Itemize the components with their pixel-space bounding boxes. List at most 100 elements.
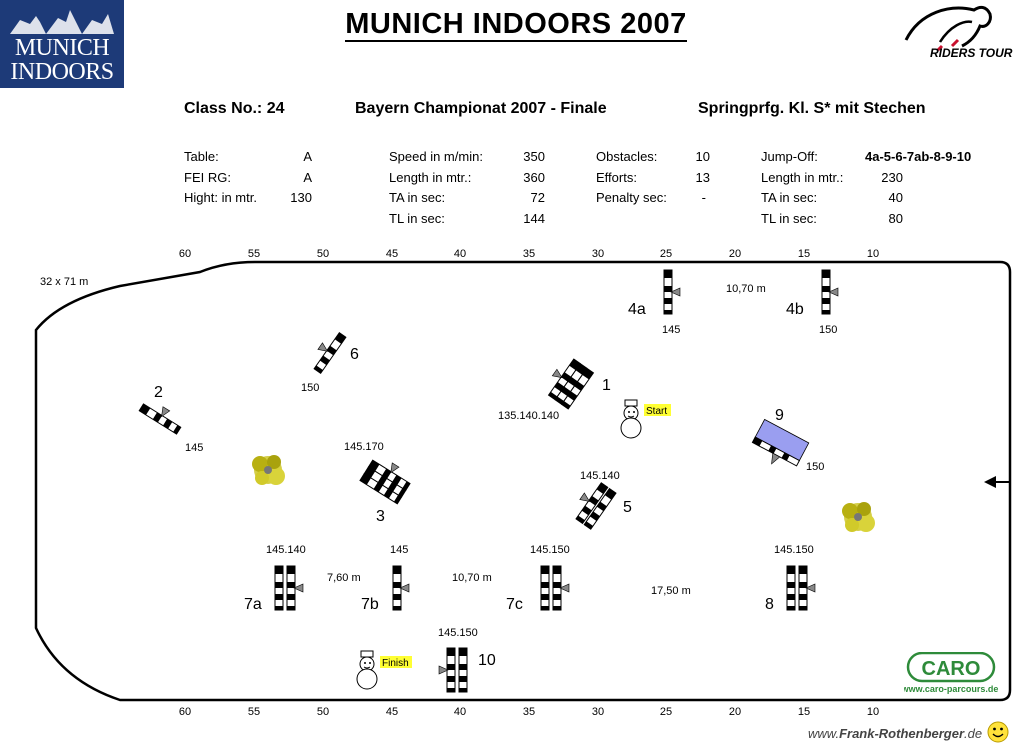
page-title: MUNICH INDOORS 2007: [300, 8, 732, 42]
class-number: Class No.: 24: [184, 100, 285, 117]
scale-tick: 50: [317, 248, 329, 260]
obstacle-number: 3: [376, 508, 385, 525]
info-col1: Table: A FEI RG: A Hight: in mtr. 130: [184, 147, 312, 209]
scale-tick: 15: [798, 248, 810, 260]
scale-tick: 45: [386, 248, 398, 260]
caro-text: CARO: [922, 658, 981, 680]
obstacle-height: 145: [185, 442, 203, 454]
obstacle-height: 145: [390, 544, 408, 556]
scale-tick: 45: [386, 706, 398, 718]
scale-tick: 60: [179, 706, 191, 718]
caro-logo: CARO www.caro-parcours.de: [901, 651, 1000, 696]
start-label: Start: [646, 406, 667, 417]
info-label: FEI RG:: [184, 169, 231, 185]
riders-tour-text: RIDERS TOUR: [930, 46, 1013, 60]
scale-tick: 20: [729, 706, 741, 718]
distance-7a-7b: 7,60 m: [327, 572, 361, 584]
caro-url: www.caro-parcours.de: [904, 684, 998, 694]
info-row-jo-tl: TL in sec: 80: [761, 209, 903, 230]
obstacle-number: 9: [775, 407, 784, 424]
info-value: 10: [695, 149, 710, 164]
info-label: Efforts:: [596, 169, 637, 185]
info-value: 80: [888, 210, 903, 226]
info-label: Obstacles:: [596, 149, 658, 164]
arena-outline: [34, 260, 1012, 702]
obstacle-number: 1: [602, 377, 611, 394]
info-row-ta: TA in sec: 72: [389, 188, 545, 209]
info-label: TA in sec:: [389, 190, 446, 205]
info-row-jo-length: Length in mtr.:230: [761, 168, 903, 189]
tree-decoration: [252, 455, 285, 485]
smiley-icon: [987, 721, 1009, 743]
info-value: 144: [523, 210, 545, 226]
logo-text-munich: MUNICH: [14, 35, 110, 61]
obstacle-height: 135.140.140: [498, 410, 559, 422]
info-label: Jump-Off:: [761, 149, 818, 164]
scale-tick: 55: [248, 248, 260, 260]
obstacle-6: 6 150: [301, 332, 359, 394]
obstacle-number: 2: [154, 384, 163, 401]
scale-tick: 10: [867, 248, 879, 260]
info-value: 72: [530, 190, 545, 205]
tree-decoration: [842, 502, 875, 532]
info-value: 130: [290, 190, 312, 205]
info-value: 4a-5-6-7ab-8-9-10: [865, 149, 972, 164]
scale-tick: 10: [867, 706, 879, 718]
scale-tick: 35: [523, 248, 535, 260]
snowman-icon: [620, 399, 642, 439]
info-label: Hight: in mtr.: [184, 190, 257, 205]
obstacle-7a: 7a 145.140: [244, 544, 306, 613]
scale-tick: 40: [454, 248, 466, 260]
info-col3: Obstacles: 10 Efforts: 13 Penalty sec: -: [596, 147, 710, 209]
info-value: A: [303, 169, 312, 185]
scale-bottom: 60 55 50 45 40 35 30 25 20 15 10: [179, 706, 879, 718]
info-label: TA in sec:: [761, 190, 818, 205]
obstacle-height: 150: [819, 324, 837, 336]
obstacle-height: 145.150: [530, 544, 570, 556]
competition-type: Springprfg. Kl. S* mit Stechen: [698, 100, 926, 117]
info-label: Table:: [184, 149, 219, 164]
obstacle-number: 7a: [244, 596, 262, 613]
info-value: A: [303, 149, 312, 164]
obstacle-1: 1 135.140.140: [498, 358, 611, 422]
obstacle-number: 4a: [628, 301, 646, 318]
obstacle-4a: 4a 145: [628, 269, 680, 336]
obstacle-7b: 7b 145: [361, 544, 410, 613]
scale-tick: 50: [317, 706, 329, 718]
obstacle-height: 145.140: [580, 470, 620, 482]
info-value: -: [701, 190, 706, 205]
info-label: Length in mtr.:: [389, 169, 472, 185]
logo-text-indoors: INDOORS: [10, 59, 114, 85]
scale-tick: 40: [454, 706, 466, 718]
scale-top: 60 55 50 45 40 35 30 25 20 15 10: [179, 248, 879, 260]
obstacle-number: 6: [350, 346, 359, 363]
info-value: 350: [523, 149, 545, 164]
scale-tick: 15: [798, 706, 810, 718]
obstacle-height: 150: [806, 461, 824, 473]
info-label: Penalty sec:: [596, 190, 667, 205]
obstacle-number: 7c: [506, 596, 523, 613]
scale-tick: 55: [248, 706, 260, 718]
obstacle-4b: 4b 150: [786, 269, 839, 336]
info-label: TL in sec:: [761, 210, 817, 226]
finish-label: Finish: [382, 658, 409, 669]
obstacle-height: 145.150: [438, 627, 478, 639]
obstacle-10: 10 145.150: [438, 627, 496, 693]
obstacle-height: 145.140: [266, 544, 306, 556]
info-row-efforts: Efforts: 13: [596, 168, 710, 189]
info-value: 13: [695, 169, 710, 185]
info-value: 230: [881, 169, 903, 185]
horse-head-icon: RIDERS TOUR: [904, 5, 1013, 60]
info-row-speed: Speed in m/min:350: [389, 147, 545, 168]
info-row-obstacles: Obstacles: 10: [596, 147, 710, 168]
obstacle-9: 9 150: [751, 407, 824, 473]
info-row-length: Length in mtr.:360: [389, 168, 545, 189]
distance-7b-7c: 10,70 m: [452, 572, 492, 584]
scale-tick: 25: [660, 706, 672, 718]
riders-tour-logo: RIDERS TOUR: [900, 2, 1030, 60]
info-row-fei-rg: FEI RG: A: [184, 168, 312, 189]
info-label: TL in sec:: [389, 210, 445, 226]
scale-tick: 25: [660, 248, 672, 260]
obstacle-height: 145: [662, 324, 680, 336]
